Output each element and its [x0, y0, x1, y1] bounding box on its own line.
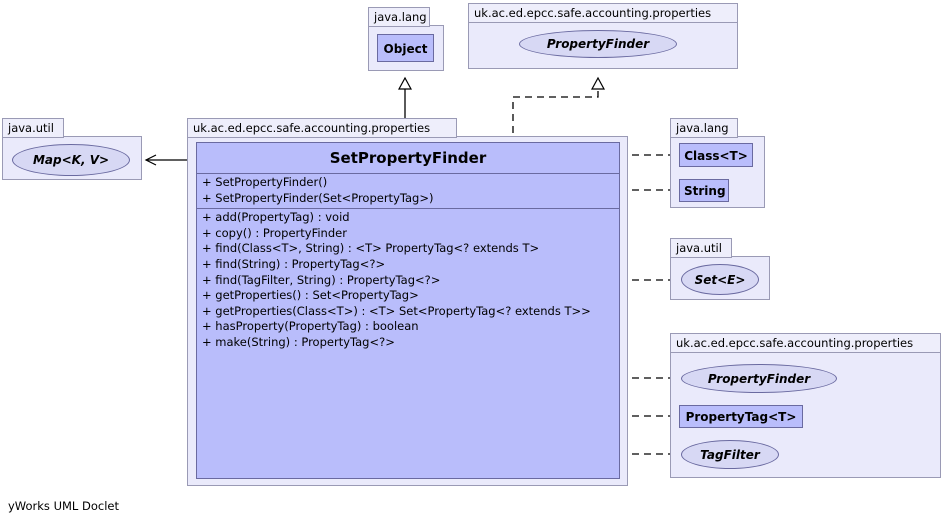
method-item: + make(String) : PropertyTag<?>: [202, 334, 395, 349]
package-tab-label: java.util: [670, 238, 732, 258]
method-item: + add(PropertyTag) : void: [202, 210, 350, 225]
interface-label: Map<K, V>: [32, 153, 110, 167]
class-class-t-name: Class<T>: [684, 149, 748, 163]
class-string[interactable]: String: [679, 179, 729, 202]
constructor-compartment: + SetPropertyFinder() + SetPropertyFinde…: [197, 174, 619, 208]
class-class-t[interactable]: Class<T>: [679, 143, 753, 167]
footer-label: yWorks UML Doclet: [8, 499, 119, 513]
method-compartment: + add(PropertyTag) : void + copy() : Pro…: [197, 209, 619, 352]
interface-property-finder-top[interactable]: PropertyFinder: [519, 30, 677, 58]
package-tab-label: uk.ac.ed.epcc.safe.accounting.properties: [187, 118, 457, 138]
package-tab-label: uk.ac.ed.epcc.safe.accounting.properties: [468, 3, 738, 23]
method-item: + find(TagFilter, String) : PropertyTag<…: [202, 272, 441, 287]
interface-map[interactable]: Map<K, V>: [12, 144, 130, 176]
package-tab-label: uk.ac.ed.epcc.safe.accounting.properties: [670, 333, 941, 353]
class-object[interactable]: Object: [377, 34, 434, 62]
class-property-tag[interactable]: PropertyTag<T>: [679, 405, 803, 428]
method-item: + hasProperty(PropertyTag) : boolean: [202, 319, 419, 334]
interface-tag-filter[interactable]: TagFilter: [681, 440, 779, 469]
package-tab-label: java.util: [2, 118, 64, 138]
method-item: + find(String) : PropertyTag<?>: [202, 256, 386, 271]
interface-set-e[interactable]: Set<E>: [681, 264, 759, 295]
class-name: SetPropertyFinder: [329, 149, 487, 167]
interface-property-finder-bottom[interactable]: PropertyFinder: [681, 364, 837, 393]
constructor-item: + SetPropertyFinder(Set<PropertyTag>): [202, 190, 434, 205]
method-item: + copy() : PropertyFinder: [202, 225, 347, 240]
method-item: + getProperties(Class<T>) : <T> Set<Prop…: [202, 303, 591, 318]
class-string-name: String: [684, 184, 726, 198]
interface-label: TagFilter: [700, 447, 760, 462]
name-separator: [197, 173, 619, 174]
interface-label: PropertyFinder: [546, 37, 650, 51]
method-item: + find(Class<T>, String) : <T> PropertyT…: [202, 241, 540, 256]
constructor-separator: [197, 208, 619, 210]
interface-label: PropertyFinder: [707, 371, 811, 386]
class-set-property-finder[interactable]: SetPropertyFinder + SetPropertyFinder() …: [196, 142, 620, 479]
package-tab-label: java.lang: [670, 118, 738, 138]
interface-label: Set<E>: [694, 272, 746, 287]
package-tab-label: java.lang: [368, 7, 430, 27]
method-item: + getProperties() : Set<PropertyTag>: [202, 288, 419, 303]
constructor-item: + SetPropertyFinder(): [202, 175, 328, 189]
class-property-tag-name: PropertyTag<T>: [685, 410, 797, 424]
class-object-name: Object: [383, 42, 428, 56]
